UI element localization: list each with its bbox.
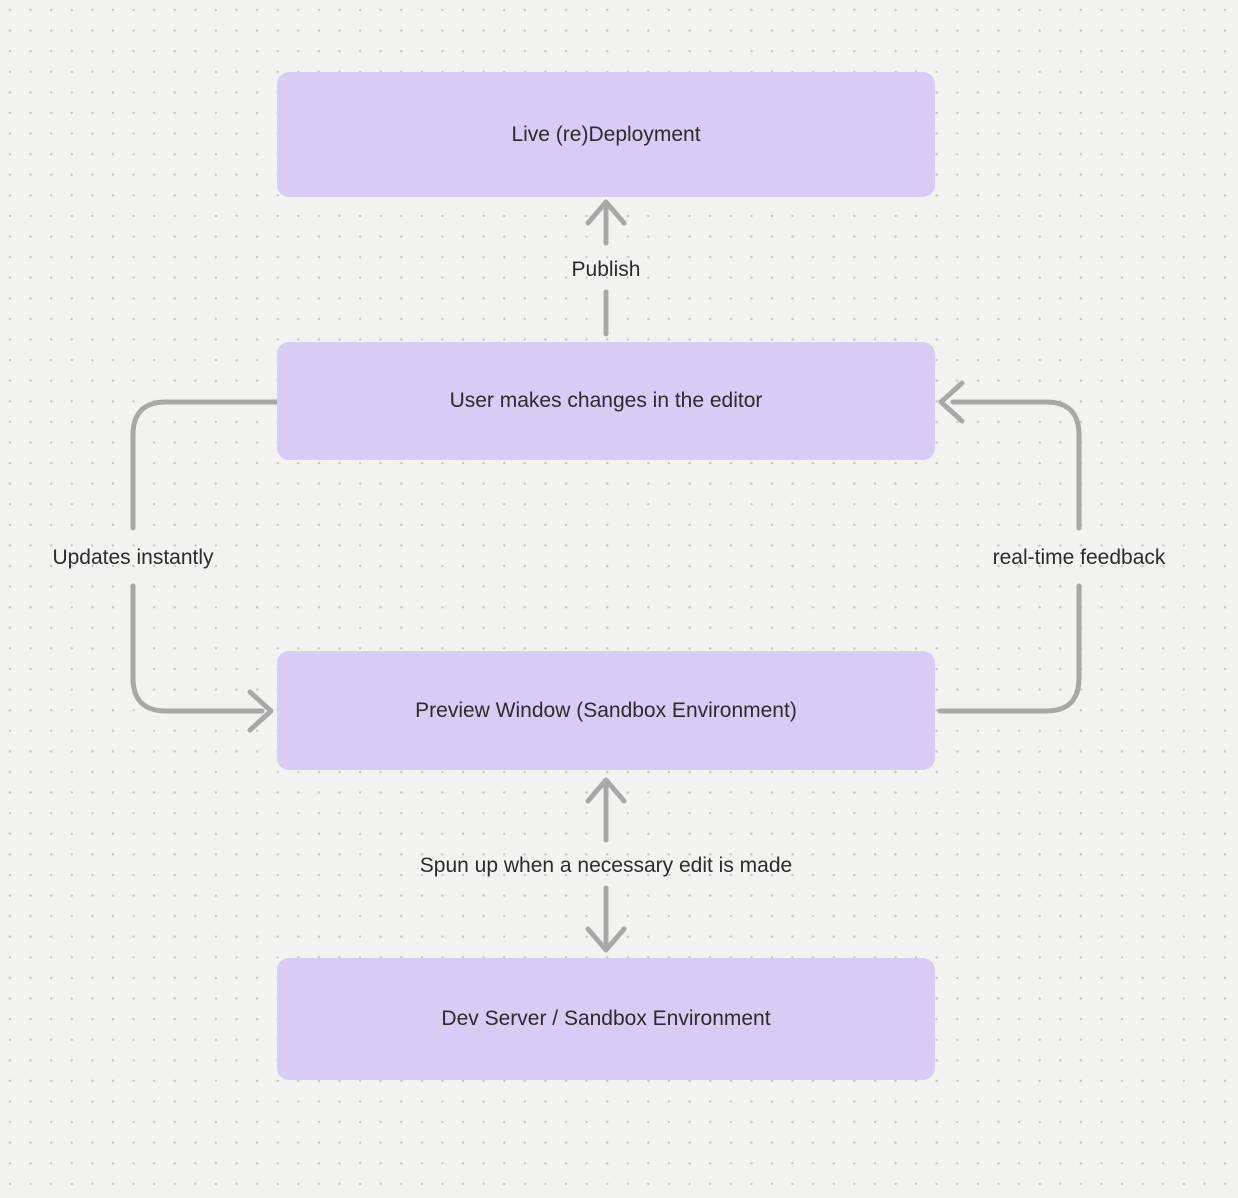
node-dev-server[interactable]: Dev Server / Sandbox Environment — [277, 958, 935, 1080]
node-label: Live (re)Deployment — [511, 122, 701, 146]
arrowhead-left-icon — [938, 380, 965, 424]
edge-label-updates-instantly: Updates instantly — [52, 546, 214, 569]
node-label: User makes changes in the editor — [449, 389, 763, 412]
edge-label-real-time-feedback: real-time feedback — [992, 546, 1166, 569]
arrowhead-right-icon — [247, 689, 274, 733]
arrowhead-up-icon — [585, 777, 627, 804]
edge-label-publish: Publish — [571, 258, 641, 281]
arrowhead-up-icon — [585, 199, 627, 226]
arrowhead-down-icon — [585, 926, 627, 953]
node-label: Dev Server / Sandbox Environment — [441, 1007, 771, 1030]
node-label: Preview Window (Sandbox Environment) — [415, 698, 797, 722]
node-live-redeployment[interactable]: Live (re)Deployment — [277, 72, 935, 197]
node-preview-window[interactable]: Preview Window (Sandbox Environment) — [277, 651, 935, 770]
edge-label-spun-up: Spun up when a necessary edit is made — [419, 854, 793, 877]
node-user-editor[interactable]: User makes changes in the editor — [277, 342, 935, 460]
